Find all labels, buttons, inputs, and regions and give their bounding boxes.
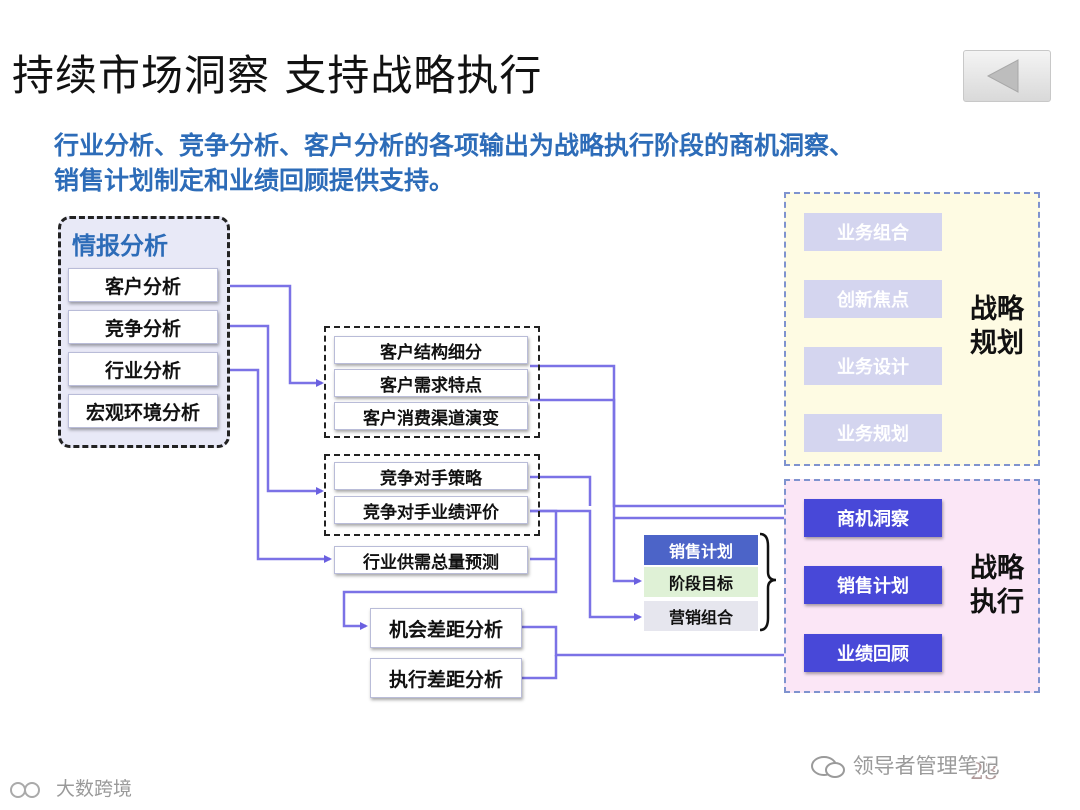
customer-analysis-box: 客户分析 xyxy=(68,268,218,302)
watermark-right-text: 领导者管理笔记 xyxy=(852,754,1000,778)
line-strategy-to-insight xyxy=(530,475,592,506)
strategy-execution-label-1: 战略 xyxy=(970,553,1024,584)
line-competition-analysis xyxy=(220,324,324,495)
watermark-right: 领导者管理笔记 xyxy=(810,750,1000,780)
stage-target-small: 阶段目标 xyxy=(644,567,758,597)
line-needs-to-insight xyxy=(530,364,802,510)
industry-forecast-box: 行业供需总量预测 xyxy=(334,546,528,574)
exec-step-sales-plan: 销售计划 xyxy=(804,566,942,604)
plan-step-innovation: 创新焦点 xyxy=(804,280,942,318)
competitor-output-group xyxy=(324,454,540,536)
exec-step-review: 业绩回顾 xyxy=(804,634,942,672)
watermark-left: 大数跨境 xyxy=(6,774,132,801)
page-title: 持续市场洞察 支持战略执行 xyxy=(12,51,543,100)
customer-channel-box: 客户消费渠道演变 xyxy=(334,402,528,430)
strategy-planning-label: 战略 规划 xyxy=(962,293,1032,361)
strategy-planning-label-1: 战略 xyxy=(970,294,1024,325)
sales-brace xyxy=(759,532,777,632)
strategy-execution-label: 战略 执行 xyxy=(962,552,1032,620)
line-eval-to-gap xyxy=(342,509,558,630)
exec-step-insight: 商机洞察 xyxy=(804,499,942,537)
subtitle-line-1: 行业分析、竞争分析、客户分析的各项输出为战略执行阶段的商机洞察、 xyxy=(54,131,855,160)
line-execution-to-review xyxy=(522,655,558,680)
marketing-mix-small: 营销组合 xyxy=(644,601,758,631)
strategy-planning-label-2: 规划 xyxy=(970,328,1024,359)
competitor-eval-box: 竞争对手业绩评价 xyxy=(334,496,528,524)
plan-step-planning: 业务规划 xyxy=(804,414,942,452)
line-channel-to-target xyxy=(530,398,642,585)
page-number: 23 xyxy=(970,760,998,785)
competition-analysis-box: 竞争分析 xyxy=(68,310,218,344)
chat-bubble-icon xyxy=(811,756,845,778)
macro-analysis-box: 宏观环境分析 xyxy=(68,394,218,428)
subtitle: 行业分析、竞争分析、客户分析的各项输出为战略执行阶段的商机洞察、 销售计划制定和… xyxy=(54,128,1034,198)
competitor-strategy-box: 竞争对手策略 xyxy=(334,462,528,490)
line-industry-analysis xyxy=(220,368,332,563)
line-opportunity-to-review xyxy=(522,625,802,659)
line-eval-to-mix xyxy=(530,509,642,621)
industry-analysis-box: 行业分析 xyxy=(68,352,218,386)
customer-output-group xyxy=(324,326,540,438)
strategy-execution-label-2: 执行 xyxy=(970,587,1024,618)
line-customer-analysis xyxy=(220,284,324,387)
customer-segment-box: 客户结构细分 xyxy=(334,336,528,364)
opportunity-gap-box: 机会差距分析 xyxy=(370,608,522,648)
back-arrow-icon xyxy=(986,59,1019,93)
execution-gap-box: 执行差距分析 xyxy=(370,658,522,698)
back-button[interactable] xyxy=(963,50,1051,102)
infinity-logo-icon xyxy=(10,781,40,798)
plan-step-portfolio: 业务组合 xyxy=(804,213,942,251)
customer-needs-box: 客户需求特点 xyxy=(334,369,528,397)
subtitle-line-2: 销售计划制定和业绩回顾提供支持。 xyxy=(54,166,455,195)
sales-plan-small: 销售计划 xyxy=(644,535,758,565)
plan-step-design: 业务设计 xyxy=(804,347,942,385)
watermark-left-text: 大数跨境 xyxy=(56,778,133,800)
intel-analysis-title: 情报分析 xyxy=(72,232,168,260)
